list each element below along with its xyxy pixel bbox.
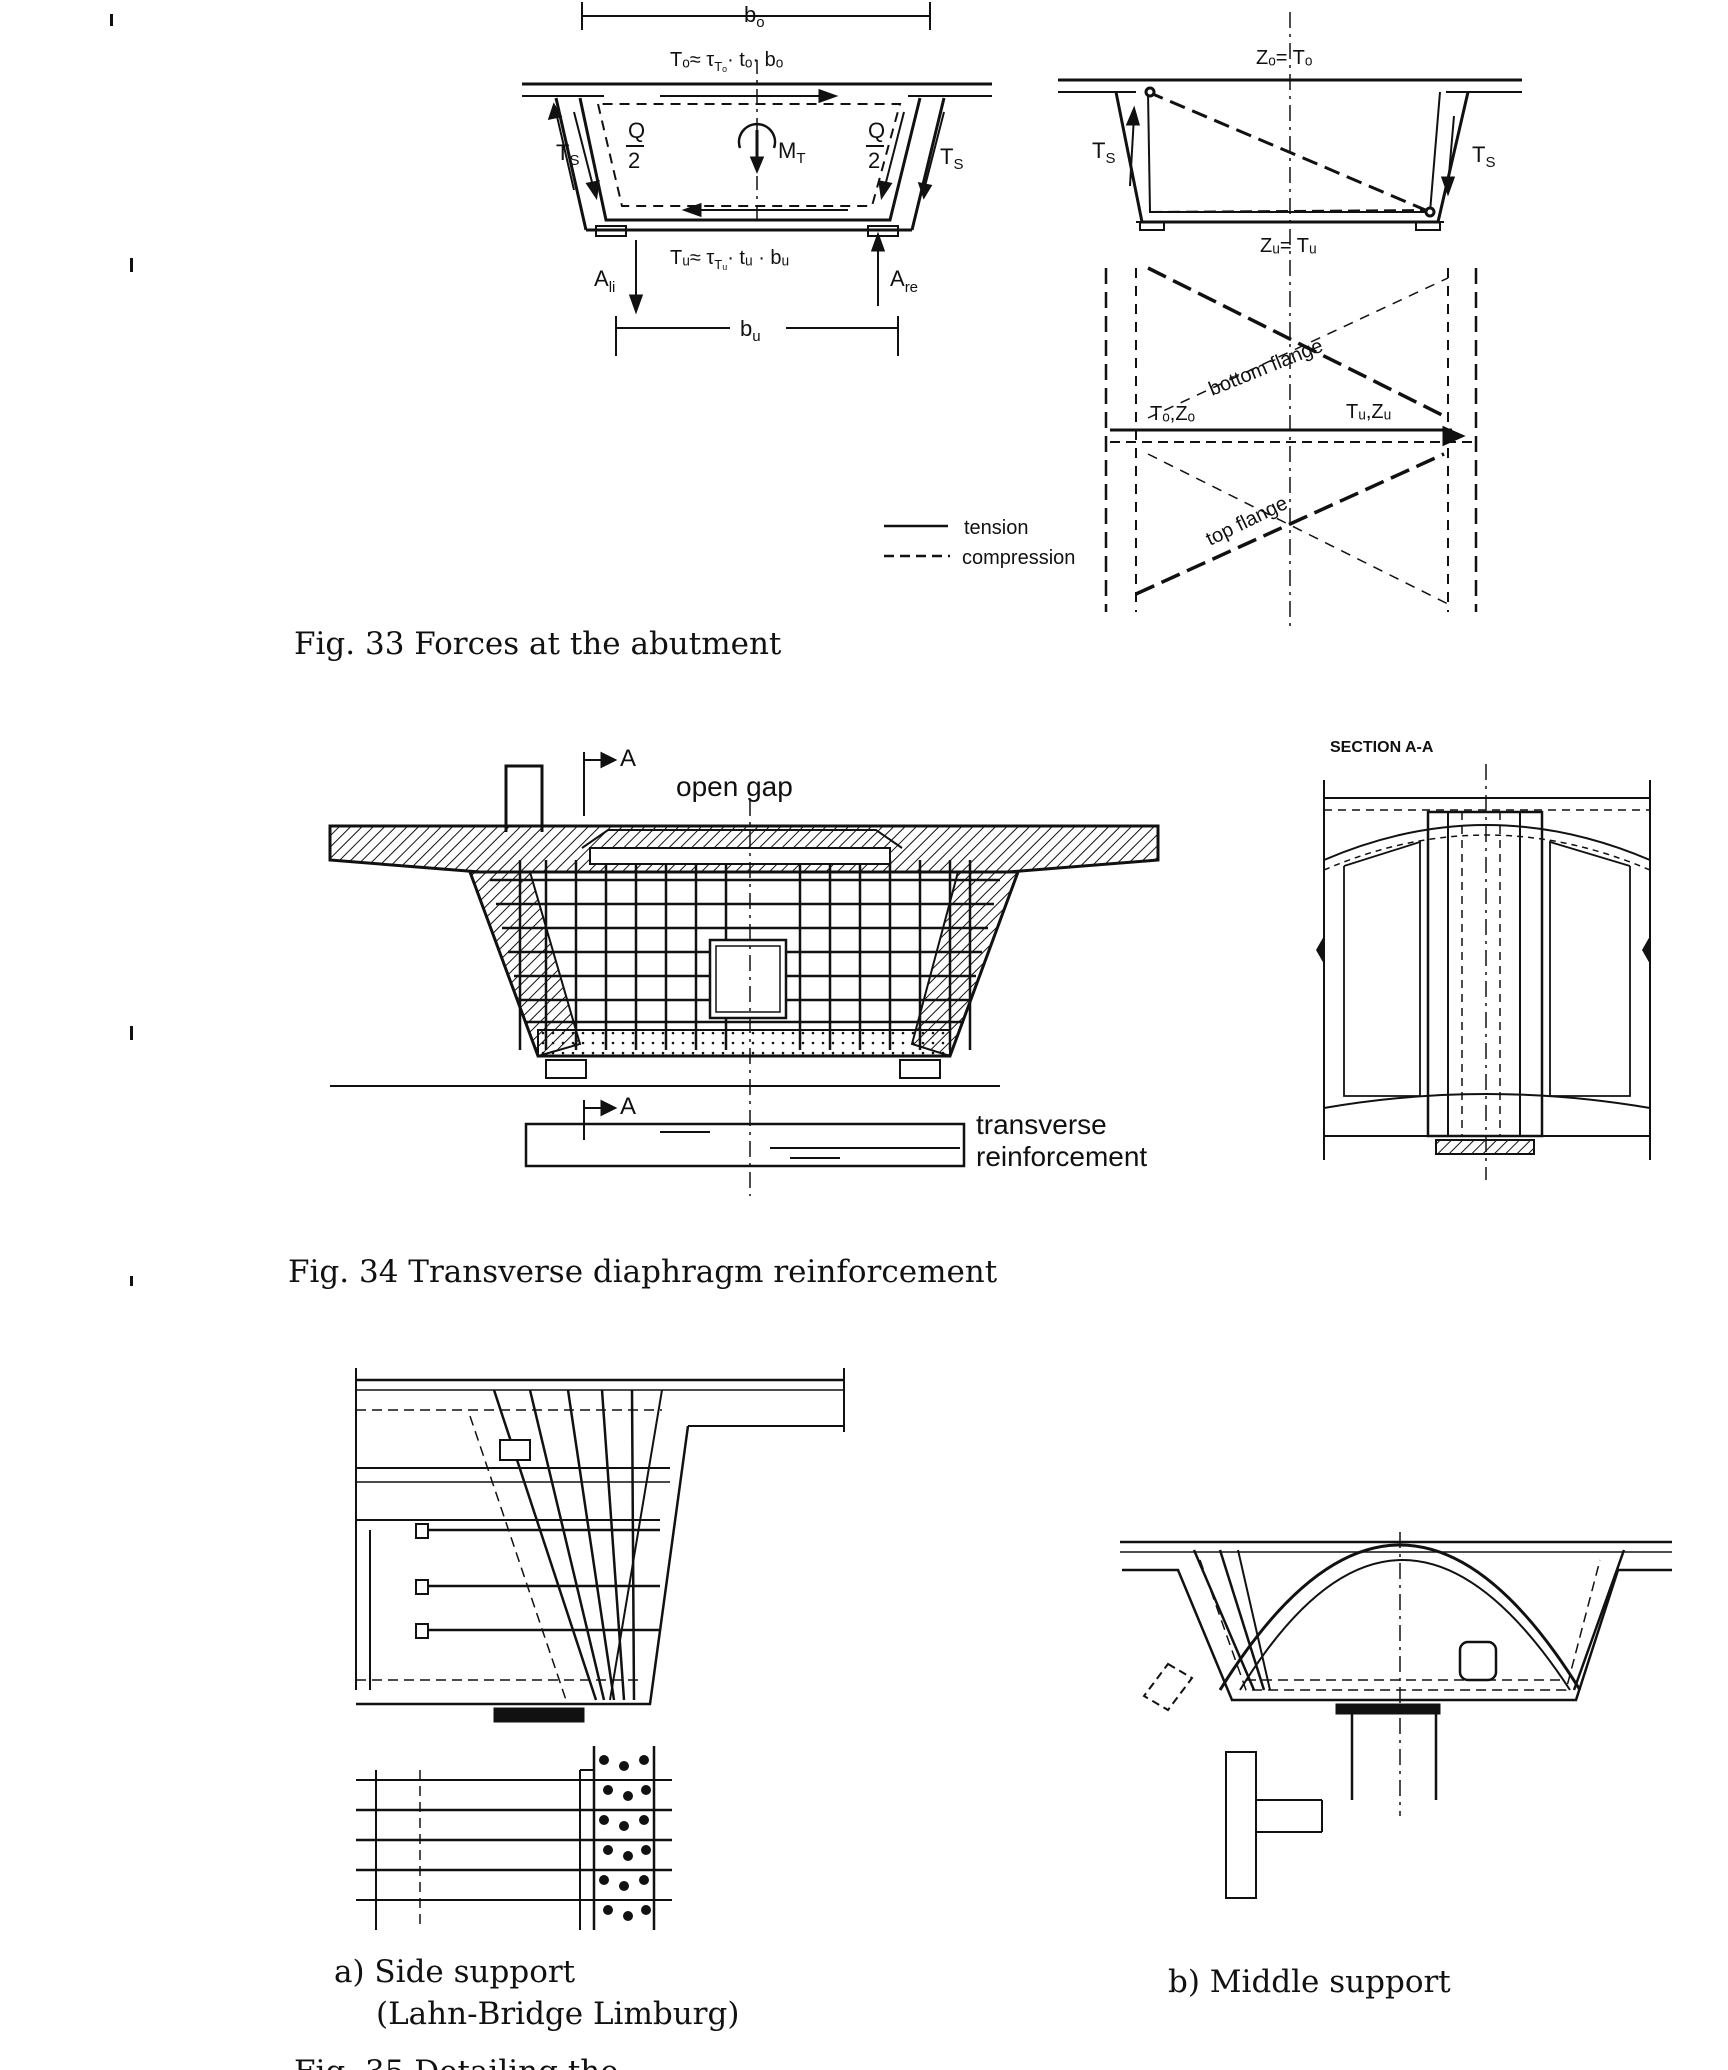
label-b-top: bo: [744, 2, 765, 31]
label-ts-right-left: TS: [1092, 138, 1115, 167]
label-moment: MT: [778, 138, 806, 167]
section-marker-bottom: A: [620, 1093, 636, 1120]
fig33-right-diagram: [1058, 12, 1522, 628]
label-a-li: Ali: [594, 266, 615, 296]
label-q-half-left: Q: [628, 118, 645, 143]
section-marker-top: A: [620, 745, 636, 772]
label-bottom-flange: bottom flange: [1206, 335, 1327, 401]
label-open-gap: open gap: [676, 771, 793, 802]
legend-compression: compression: [962, 547, 1075, 569]
label-z-top: Zₒ= Tₒ: [1256, 47, 1312, 69]
label-a-re: Are: [890, 266, 918, 296]
label-side-support: a) Side support: [334, 1954, 576, 1990]
caption-fig35-partial: Fig. 35 Detailing the ...: [294, 2054, 658, 2070]
label-transverse-line2: reinforcement: [976, 1141, 1147, 1172]
fig35-side-support-anchors: [599, 1755, 651, 1921]
label-t-bottom-equation: Tᵤ≈ τTᵤ· tᵤ · bᵤ: [670, 247, 789, 272]
label-ts-right-right: TS: [1472, 142, 1495, 171]
legend-tension: tension: [964, 517, 1029, 539]
label-b-bottom: bu: [740, 316, 761, 345]
label-q-half-right: Q: [868, 118, 885, 143]
fig34-diaphragm-elevation: [328, 751, 1160, 1196]
label-ts-right: TS: [940, 144, 963, 173]
label-middle-support: b) Middle support: [1168, 1964, 1451, 2000]
label-ts-left: TS: [556, 140, 579, 169]
label-transverse-line1: transverse: [976, 1109, 1107, 1140]
fig33-left-diagram: [522, 2, 992, 356]
label-side-support-sub: (Lahn-Bridge Limburg): [376, 1996, 739, 2032]
label-t-top-equation: Tₒ≈ τTₒ· tₒ· bₒ: [670, 49, 783, 74]
fig35-side-support-elevation: [355, 1368, 845, 1930]
label-tu-zu: Tᵤ,Zᵤ: [1346, 401, 1391, 423]
label-q-denom-left: 2: [628, 148, 640, 173]
label-t0-z0: Tₒ,Zₒ: [1150, 403, 1195, 425]
label-z-bottom: Zᵤ= Tᵤ: [1260, 235, 1317, 257]
label-section-aa: SECTION A-A: [1330, 739, 1434, 756]
caption-fig33: Fig. 33 Forces at the abutment: [294, 626, 782, 662]
label-q-denom-right: 2: [868, 148, 880, 173]
fig35-middle-support: [1120, 1532, 1672, 1899]
fig33-legend: [884, 524, 950, 558]
caption-fig34: Fig. 34 Transverse diaphragm reinforceme…: [288, 1254, 998, 1290]
scan-specks: [110, 14, 133, 1286]
fig34-section-aa: [1316, 764, 1651, 1180]
